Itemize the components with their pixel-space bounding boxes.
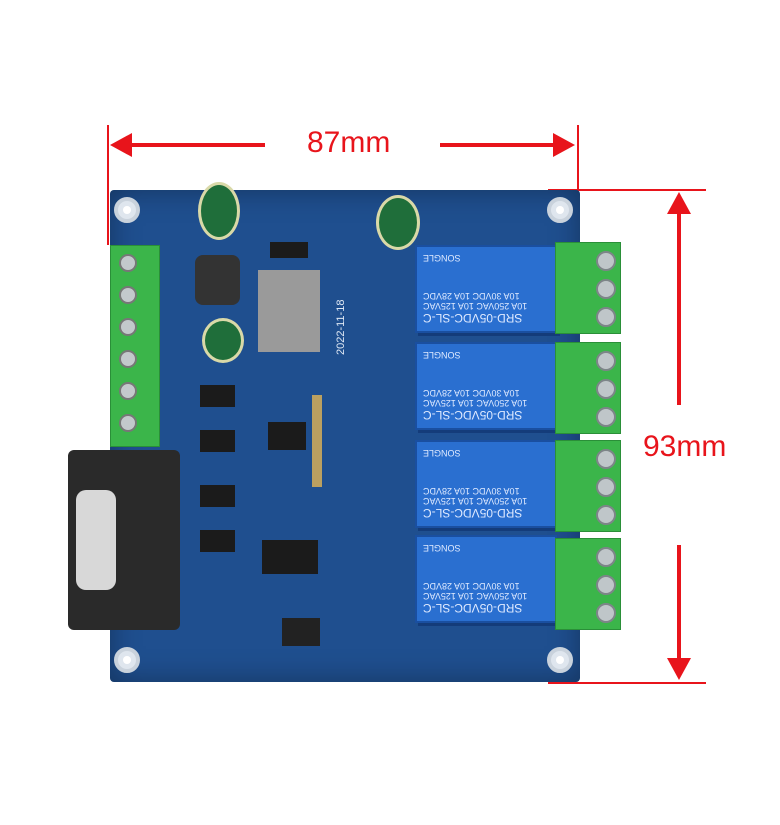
width-arrow-left [125,143,265,147]
relay-rating: 10A 30VDC 10A 28VDC [423,486,520,496]
mounting-hole [547,647,573,673]
voltage-regulator [258,270,320,352]
relay-rating: 10A 250VAC 10A 125VAC [423,301,528,311]
relay-rating: 10A 30VDC 10A 28VDC [423,291,520,301]
relay-model: SRD-05VDC-SL-C [423,408,523,422]
mounting-hole [114,647,140,673]
arrowhead-up-icon [667,192,691,214]
optocoupler [200,485,235,507]
optocoupler [200,430,235,452]
relay-rating: 10A 250VAC 10A 125VAC [423,496,528,506]
relay-brand: SONGLE [423,543,461,553]
relay-terminal-block [555,440,621,532]
optocoupler [200,385,235,407]
dimension-extension-line-left [107,125,109,245]
relay-model: SRD-05VDC-SL-C [423,311,523,325]
relay-brand: SONGLE [423,350,461,360]
screw-icon [596,449,616,469]
relay-rating: 10A 250VAC 10A 125VAC [423,398,528,408]
screw-icon [596,407,616,427]
driver-chip [262,540,318,574]
arrowhead-down-icon [667,658,691,680]
relay: SRD-05VDC-SL-C 10A 250VAC 10A 125VAC 10A… [415,245,557,333]
mounting-hole [114,197,140,223]
screw-icon [596,251,616,271]
dimension-extension-line-right [577,125,579,245]
screw-icon [119,254,137,272]
inductor [195,255,240,305]
relay-rating: 10A 30VDC 10A 28VDC [423,388,520,398]
screw-icon [119,286,137,304]
screw-icon [119,318,137,336]
capacitor [202,318,244,363]
relay-model: SRD-05VDC-SL-C [423,506,523,520]
arrowhead-left-icon [110,133,132,157]
screw-icon [119,414,137,432]
relay-terminal-block [555,538,621,630]
capacitor [198,182,240,240]
input-terminal-block [110,245,160,447]
db9-shell [76,490,116,590]
screw-icon [596,547,616,567]
screw-icon [119,382,137,400]
screw-icon [596,575,616,595]
screw-icon [596,351,616,371]
relay-rating: 10A 30VDC 10A 28VDC [423,581,520,591]
jumper-header [282,618,320,646]
mcu-chip [268,422,306,450]
relay: SRD-05VDC-SL-C 10A 250VAC 10A 125VAC 10A… [415,440,557,528]
height-arrow-bottom [677,545,681,663]
pin-header [312,395,322,487]
diode [270,242,308,258]
relay-terminal-block [555,242,621,334]
db9-connector [68,450,180,630]
height-label: 93mm [643,430,727,463]
screw-icon [596,279,616,299]
mounting-hole [547,197,573,223]
width-label: 87mm [307,126,391,159]
relay-brand: SONGLE [423,253,461,263]
height-arrow-top [677,210,681,405]
screw-icon [596,505,616,525]
relay-brand: SONGLE [423,448,461,458]
arrowhead-right-icon [553,133,575,157]
optocoupler [200,530,235,552]
capacitor [376,195,420,250]
screw-icon [596,603,616,623]
relay-model: SRD-05VDC-SL-C [423,601,523,615]
dimension-extension-line-top [548,189,706,191]
screw-icon [596,307,616,327]
relay-rating: 10A 250VAC 10A 125VAC [423,591,528,601]
screw-icon [119,350,137,368]
relay: SRD-05VDC-SL-C 10A 250VAC 10A 125VAC 10A… [415,342,557,430]
relay-terminal-block [555,342,621,434]
width-arrow-right [440,143,560,147]
screw-icon [596,477,616,497]
dimension-extension-line-bottom [548,682,706,684]
relay: SRD-05VDC-SL-C 10A 250VAC 10A 125VAC 10A… [415,535,557,623]
screw-icon [596,379,616,399]
date-silkscreen: 2022-11-18 [335,299,347,355]
